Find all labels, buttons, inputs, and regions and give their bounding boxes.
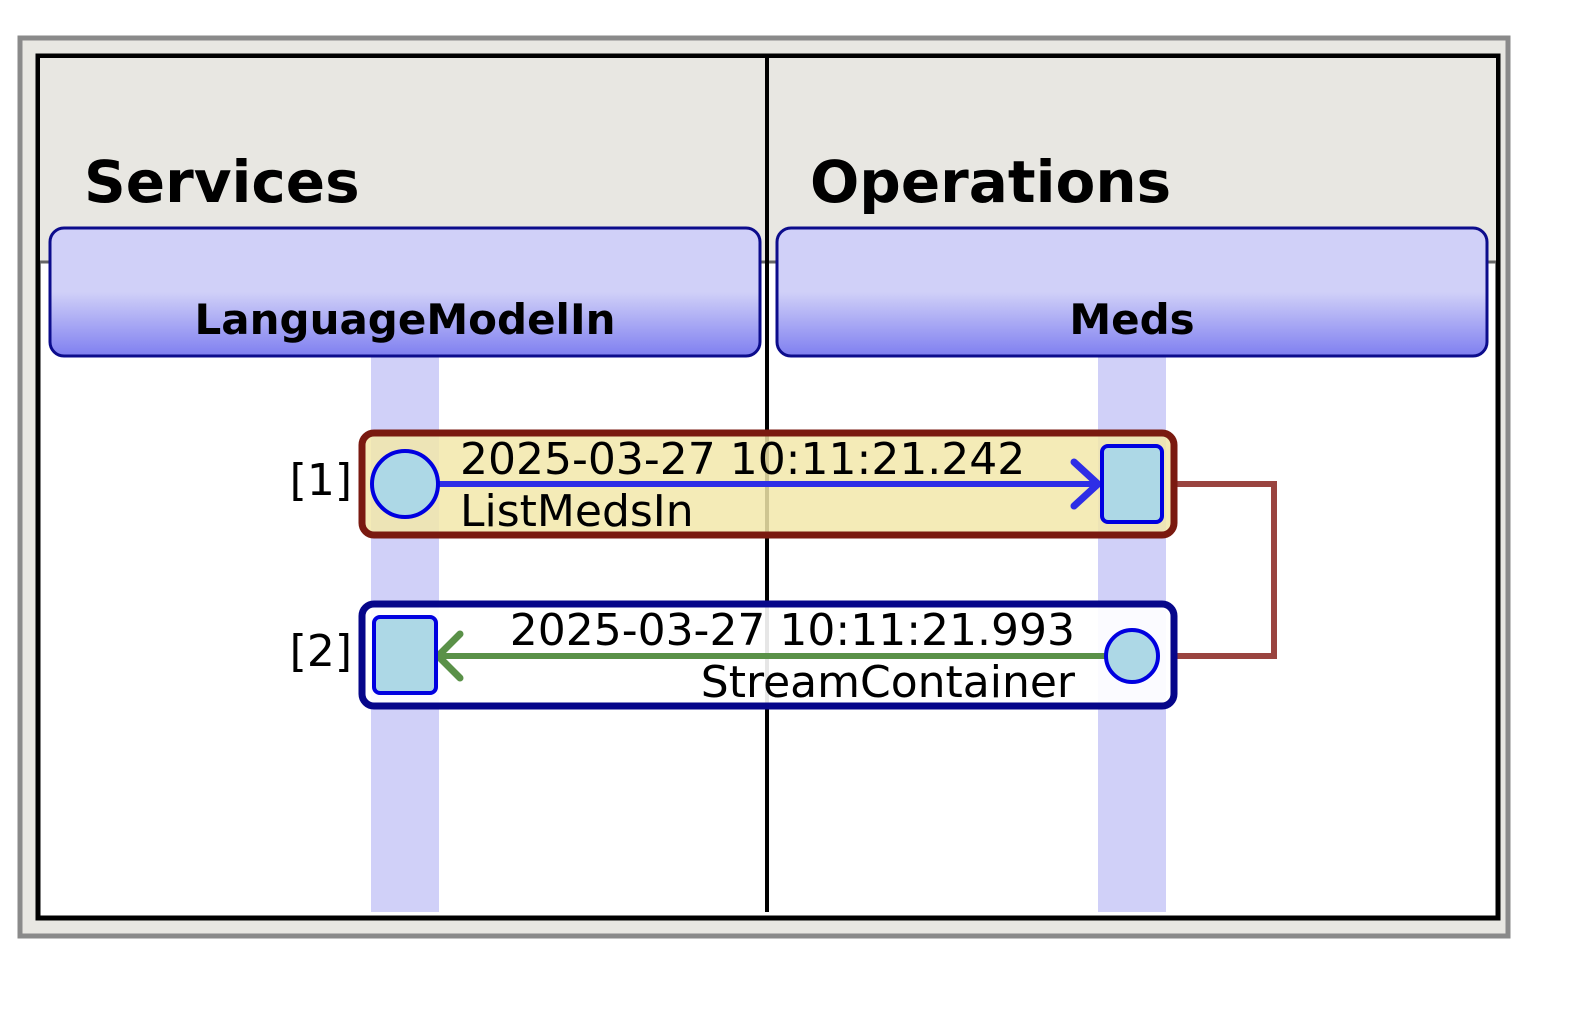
actor-box-meds[interactable]: [775, 226, 1489, 358]
message-index-2: [2]: [290, 626, 352, 677]
actor-box-languagemodelin[interactable]: [48, 226, 762, 358]
actor-label-meds: Meds: [1069, 295, 1194, 344]
message-timestamp: 2025-03-27 10:11:21.242: [460, 434, 1025, 485]
lane-title-services: Services: [84, 148, 360, 216]
receive-node-square-icon: [372, 615, 438, 695]
message-1[interactable]: 2025-03-27 10:11:21.242 ListMedsIn: [358, 429, 1178, 539]
message-index-1: [1]: [290, 455, 352, 506]
message-name: ListMedsIn: [460, 486, 694, 537]
receive-node-square-icon: [1100, 444, 1164, 524]
actor-label-languagemodelin: LanguageModelIn: [195, 295, 616, 344]
arrow-head-icon: [1070, 458, 1102, 510]
message-2[interactable]: 2025-03-27 10:11:21.993 StreamContainer: [358, 600, 1178, 710]
message-timestamp: 2025-03-27 10:11:21.993: [510, 605, 1075, 656]
send-node-circle-icon: [1104, 628, 1160, 684]
request-response-link: [1176, 481, 1277, 659]
message-name: StreamContainer: [701, 657, 1076, 708]
lane-title-operations: Operations: [810, 148, 1171, 216]
send-node-circle-icon: [370, 449, 440, 519]
